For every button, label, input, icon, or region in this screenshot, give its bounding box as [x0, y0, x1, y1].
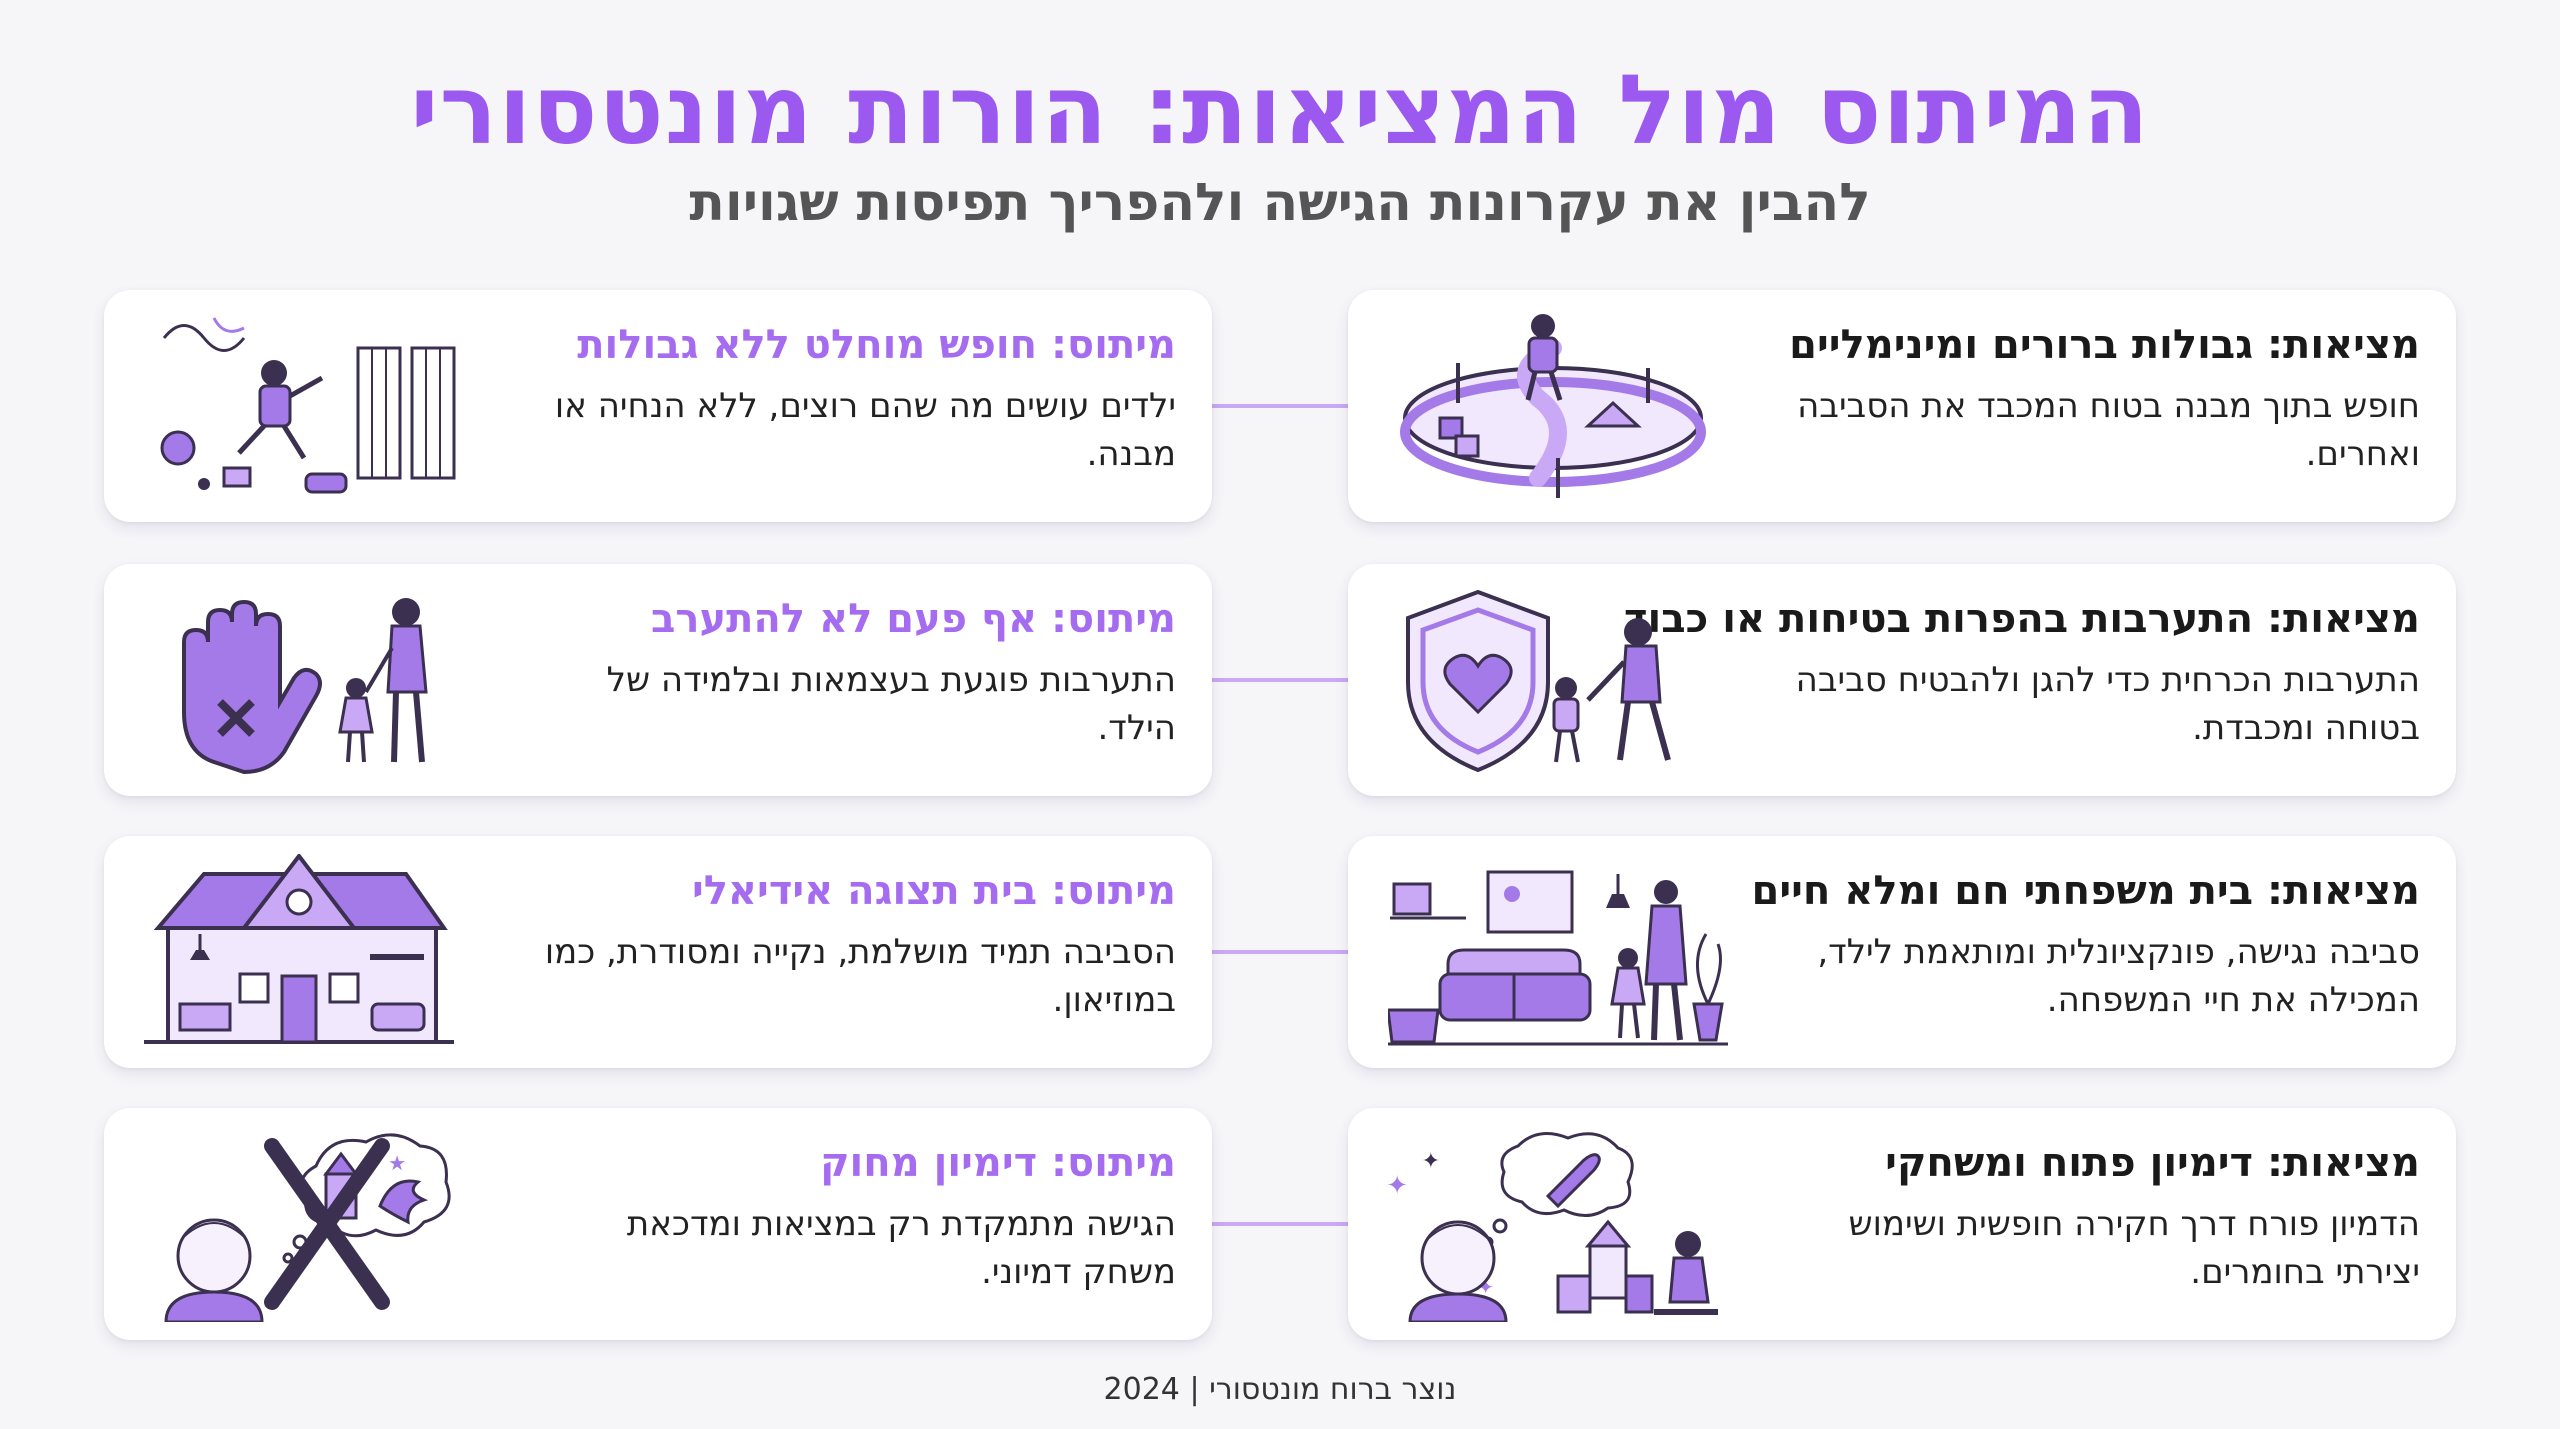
- shield-heart-icon: [1406, 589, 1671, 773]
- page-title: המיתוס מול המציאות: הורות מונטסורי: [410, 54, 2150, 166]
- reality-card-family-home: מציאות: בית משפחתי חם ומלא חיים סביבה נג…: [1348, 836, 2456, 1068]
- myth-text: הסביבה תמיד מושלמת, נקייה ומסודרת, כמו ב…: [544, 932, 1176, 1020]
- stop-hand-icon: [182, 598, 428, 775]
- reality-text: הדמיון פורח דרך חקירה חופשית ושימוש יציר…: [1848, 1204, 2420, 1292]
- connector-line: [1212, 1222, 1348, 1226]
- myth-text: הגישה מתמקדת רק במציאות ומדכאת משחק דמיו…: [626, 1204, 1176, 1292]
- reality-text: חופש בתוך מבנה בטוח המכבד את הסביבה ואחר…: [1797, 386, 2420, 474]
- myth-title: מיתוס: אף פעם לא להתערב: [650, 596, 1176, 642]
- connector-line: [1212, 678, 1348, 682]
- page-subtitle: להבין את עקרונות הגישה ולהפריך תפיסות שג…: [689, 173, 1871, 233]
- svg-text:✦: ✦: [1388, 1171, 1408, 1201]
- family-living-room-icon: [1388, 870, 1728, 1046]
- svg-text:✦: ✦: [1422, 1149, 1440, 1174]
- connector-line: [1212, 950, 1348, 954]
- reality-title: מציאות: דימיון פתוח ומשחקי: [1885, 1140, 2420, 1186]
- comparison-row-3: מציאות: בית משפחתי חם ומלא חיים סביבה נג…: [0, 836, 2560, 1068]
- myth-card-showcase-home: מיתוס: בית תצוגה אידיאלי הסביבה תמיד מוש…: [104, 836, 1212, 1068]
- footer-credit: נוצר ברוח מונטסורי | 2024: [1103, 1372, 1457, 1407]
- reality-text: סביבה נגישה, פונקציונלית ומותאמת לילד, ה…: [1817, 932, 2420, 1020]
- reality-text: התערבות הכרחית כדי להגן ולהבטיח סביבה בט…: [1795, 660, 2420, 748]
- connector-line: [1212, 404, 1348, 408]
- imagination-rocket-icon: ✦ ✦ ✦: [1388, 1132, 1718, 1322]
- reality-title: מציאות: בית משפחתי חם ומלא חיים: [1751, 868, 2420, 914]
- myth-title: מיתוס: דימיון מחוק: [820, 1140, 1176, 1186]
- comparison-row-2: מציאות: התערבות בהפרות בטיחות או כבוד הת…: [0, 564, 2560, 796]
- svg-text:★: ★: [388, 1151, 406, 1175]
- myth-text: התערבות פוגעת בעצמאות ובלמידה של הילד.: [606, 660, 1176, 748]
- myth-card-never-intervene: מיתוס: אף פעם לא להתערב התערבות פוגעת בע…: [104, 564, 1212, 796]
- myth-title: מיתוס: בית תצוגה אידיאלי: [691, 868, 1176, 914]
- playground-boundary-icon: [1400, 314, 1706, 498]
- myth-title: מיתוס: חופש מוחלט ללא גבולות: [577, 322, 1176, 368]
- myth-card-no-boundaries: מיתוס: חופש מוחלט ללא גבולות ילדים עושים…: [104, 290, 1212, 522]
- myth-text: ילדים עושים מה שהם רוצים, ללא הנחיה או מ…: [554, 386, 1176, 474]
- crossed-dream-icon: ★: [164, 1133, 451, 1322]
- reality-title: מציאות: התערבות בהפרות בטיחות או כבוד: [1624, 596, 2420, 642]
- comparison-row-1: מציאות: גבולות ברורים ומינימליים חופש בת…: [0, 290, 2560, 522]
- comparison-row-4: מציאות: דימיון פתוח ומשחקי הדמיון פורח ד…: [0, 1108, 2560, 1340]
- reality-card-intervention: מציאות: התערבות בהפרות בטיחות או כבוד הת…: [1348, 564, 2456, 796]
- reality-card-open-imagination: מציאות: דימיון פתוח ומשחקי הדמיון פורח ד…: [1348, 1108, 2456, 1340]
- reality-title: מציאות: גבולות ברורים ומינימליים: [1789, 322, 2420, 368]
- open-gate-chaos-icon: [160, 317, 456, 494]
- showcase-house-icon: [144, 854, 454, 1044]
- reality-card-boundaries: מציאות: גבולות ברורים ומינימליים חופש בת…: [1348, 290, 2456, 522]
- myth-card-erased-imagination: מיתוס: דימיון מחוק הגישה מתמקדת רק במציא…: [104, 1108, 1212, 1340]
